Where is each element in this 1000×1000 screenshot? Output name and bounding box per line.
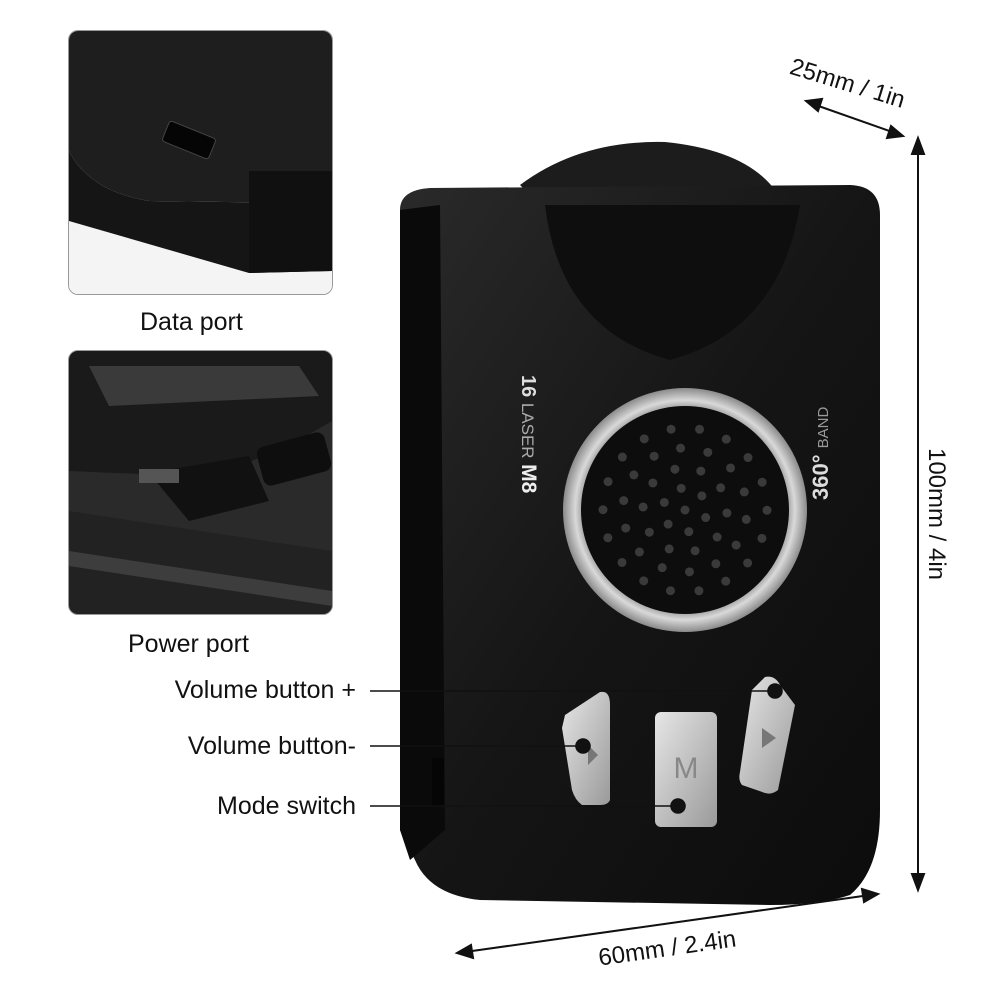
device-side — [400, 205, 445, 860]
power-port-caption: Power port — [128, 630, 249, 658]
grille-hole — [697, 491, 707, 501]
data-port-photo — [68, 30, 333, 295]
grille-hole — [726, 463, 736, 473]
depth-arrow-head-start — [803, 97, 824, 113]
grille-hole — [696, 466, 706, 476]
left-label-laser: LASER — [518, 403, 537, 459]
grille-hole — [619, 496, 629, 506]
grille-hole — [712, 532, 722, 542]
grille-hole — [638, 502, 648, 512]
grille-hole — [664, 544, 674, 554]
grille-hole — [663, 519, 673, 529]
speaker-grille-holes — [598, 424, 772, 596]
grille-hole — [731, 540, 741, 550]
right-label-band: BAND — [815, 407, 832, 449]
grille-hole — [617, 557, 627, 567]
volume-plus-dot — [767, 683, 783, 699]
top-dome — [520, 141, 775, 200]
power-port-photo — [68, 350, 333, 615]
grille-hole — [657, 563, 667, 573]
volume-down-icon — [588, 745, 598, 765]
data-port-icon — [162, 120, 216, 160]
right-label-degrees: 360° — [808, 454, 833, 500]
grille-hole — [603, 533, 613, 543]
grille-hole — [648, 478, 658, 488]
grille-hole — [676, 483, 686, 493]
height-arrow-head-start — [910, 135, 926, 155]
grille-hole — [644, 527, 654, 537]
volume-minus-dot — [575, 738, 591, 754]
grille-hole — [695, 424, 705, 434]
grille-hole — [743, 558, 753, 568]
grille-hole — [721, 434, 731, 444]
depth-arrow-line — [809, 102, 899, 135]
grille-hole — [621, 523, 631, 533]
side-port — [432, 758, 444, 806]
grille-hole — [670, 464, 680, 474]
grille-hole — [741, 514, 751, 524]
height-arrow-head-end — [910, 873, 926, 893]
data-port-caption: Data port — [140, 308, 243, 336]
grille-hole — [617, 452, 627, 462]
width-arrow-line — [464, 894, 871, 953]
grille-hole — [649, 451, 659, 461]
mode-switch-label: Mode switch — [217, 792, 356, 820]
grille-hole — [721, 576, 731, 586]
top-arch — [545, 205, 800, 360]
grille-hole — [711, 559, 721, 569]
grille-hole — [722, 508, 732, 518]
grille-hole — [603, 477, 613, 487]
height-dimension-label: 100mm / 4in — [923, 447, 951, 581]
grille-hole — [665, 586, 675, 596]
volume-plus-label: Volume button + — [174, 676, 356, 704]
grille-hole — [743, 453, 753, 463]
depth-arrow-head-end — [885, 124, 906, 140]
grille-hole — [598, 505, 608, 515]
dimension-arrows — [454, 97, 926, 960]
mode-switch-dot — [670, 798, 686, 814]
left-label-model: M8 — [517, 464, 540, 493]
grille-hole — [659, 497, 669, 507]
radar-detector-device: 16 LASER M8 360° BAND M — [400, 141, 880, 905]
width-arrow-head-end — [860, 887, 881, 904]
grille-hole — [716, 483, 726, 493]
grille-hole — [757, 533, 767, 543]
grille-hole — [629, 470, 639, 480]
grille-hole — [676, 443, 686, 453]
svg-text:360° BAND: 360° BAND — [808, 407, 833, 500]
left-label-prefix: 16 — [517, 375, 539, 397]
grille-hole — [757, 477, 767, 487]
mode-button-glyph: M — [674, 752, 699, 785]
grille-hole — [634, 547, 644, 557]
volume-up-icon — [762, 728, 776, 748]
volume-minus-label: Volume button- — [187, 732, 356, 760]
grille-hole — [680, 505, 690, 515]
grille-hole — [639, 576, 649, 586]
grille-hole — [639, 434, 649, 444]
grille-hole — [701, 513, 711, 523]
grille-hole — [703, 447, 713, 457]
callout-lines — [370, 683, 783, 814]
grille-hole — [739, 487, 749, 497]
power-plug-icon — [139, 432, 332, 521]
mode-button[interactable] — [655, 712, 717, 827]
grille-hole — [762, 505, 772, 515]
grille-hole — [666, 424, 676, 434]
grille-hole — [684, 567, 694, 577]
svg-text:16 LASER M8: 16 LASER M8 — [517, 375, 540, 494]
grille-hole — [684, 527, 694, 537]
grille-hole — [690, 546, 700, 556]
width-arrow-head-start — [454, 943, 475, 960]
grille-hole — [694, 586, 704, 596]
